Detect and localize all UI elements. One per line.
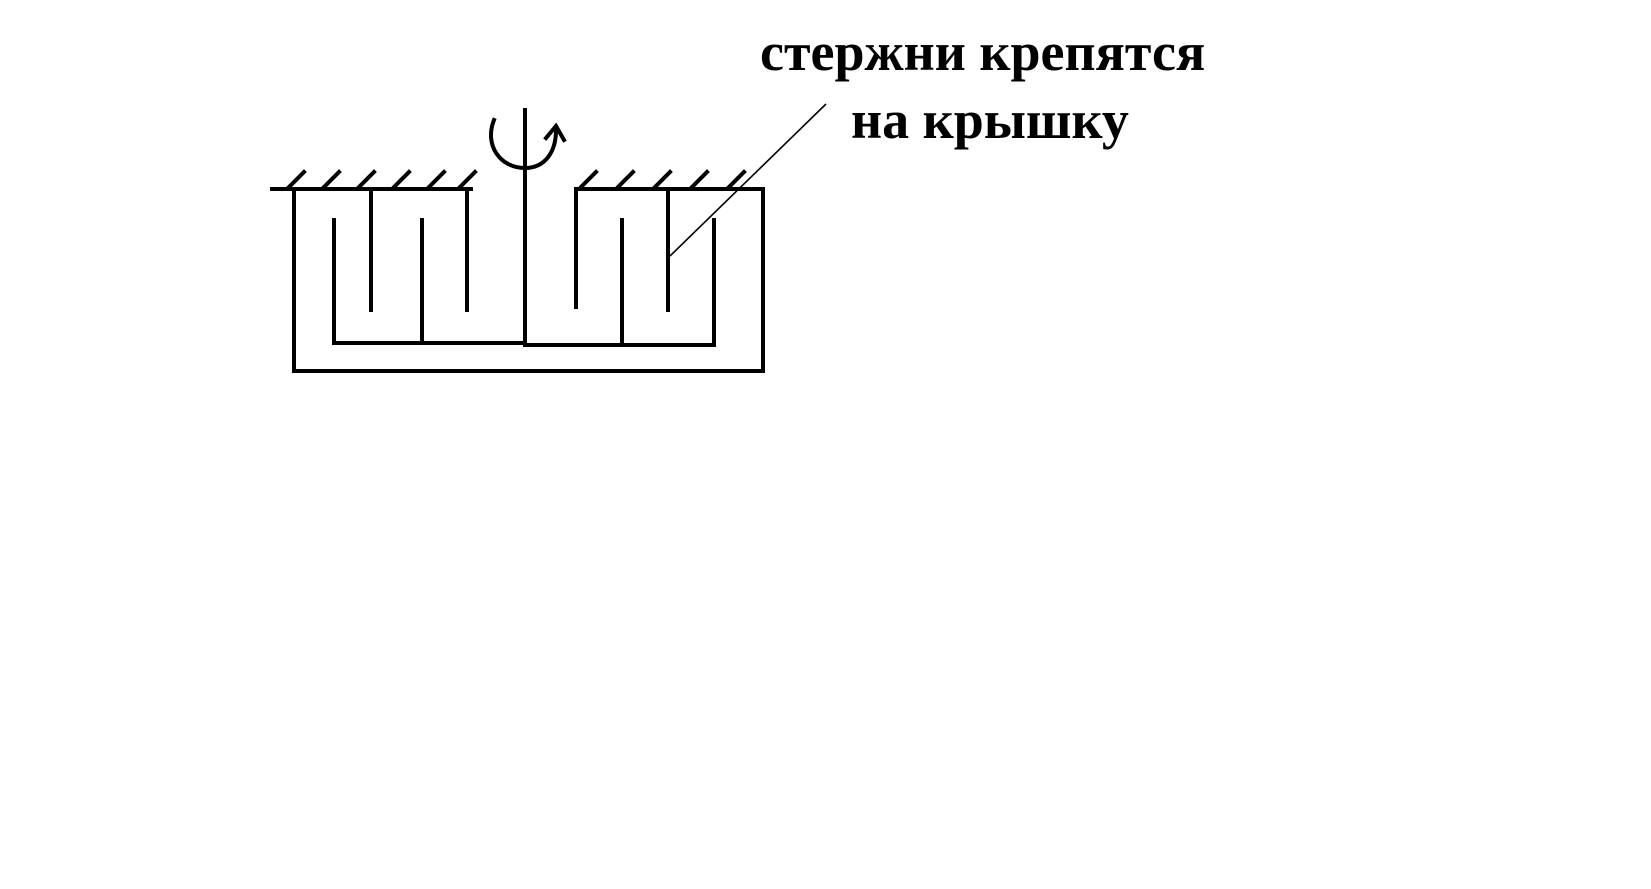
hatch-mark [614, 169, 636, 191]
hatch-mark [651, 169, 673, 191]
stator-rods [369, 188, 670, 312]
hatch-mark [355, 169, 377, 191]
hatch-mark [577, 169, 599, 191]
annotation-line-1: стержни крепятся [760, 22, 1205, 82]
hatch-mark [320, 169, 342, 191]
hatch-mark [725, 169, 747, 191]
rotation-arrow-icon [489, 117, 567, 171]
leader-line [669, 103, 827, 257]
hatch-mark [688, 169, 710, 191]
lid-hatching [285, 169, 747, 191]
hatch-mark [285, 169, 307, 191]
annotation-line-2: на крышку [851, 90, 1129, 150]
rotation-arc [489, 117, 559, 171]
hatch-mark [425, 169, 447, 191]
hatch-mark [390, 169, 412, 191]
arrow-head-icon [543, 122, 567, 143]
rotor [332, 108, 716, 347]
vessel-outline [292, 188, 765, 373]
hatch-mark [456, 169, 478, 191]
